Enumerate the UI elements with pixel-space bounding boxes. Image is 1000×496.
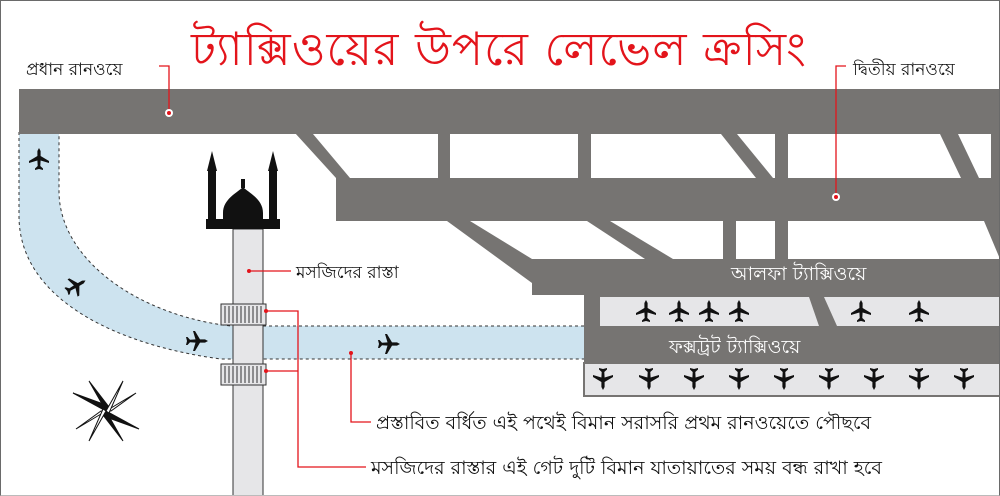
diagram-title: ট্যাক্সিওয়ের উপরে লেভেল ক্রসিং [191, 22, 807, 76]
proposed-path-edge [18, 132, 584, 360]
airplane-icon [774, 368, 794, 390]
airplane-icon [954, 368, 974, 390]
callout-lines [159, 65, 846, 468]
main-runway-label: প্রধান রানওয়ে [26, 60, 123, 80]
airplane-icon [684, 368, 704, 390]
airplane-icon [729, 300, 749, 322]
airplane-icon [378, 334, 400, 354]
airplane-icon [636, 300, 656, 322]
airplane-icon [851, 300, 871, 322]
gates-closed-note: মসজিদের রাস্তার এই গেট দুটি বিমান যাতায়… [371, 457, 882, 479]
airplane-icon [669, 300, 689, 322]
mosque-gate [220, 363, 267, 386]
airplane-icon [819, 368, 839, 390]
airplane-icon [909, 368, 929, 390]
alpha-taxiway-label: আলফা ট্যাক্সিওয়ে [731, 263, 867, 285]
airplane-icon [909, 300, 929, 322]
mosque-road [232, 228, 264, 495]
compass-icon [72, 380, 140, 442]
proposed-path-note: প্রস্তাবিত বর্ধিত এই পথেই বিমান সরাসরি প… [376, 412, 872, 434]
airplane-icon [639, 368, 659, 390]
foxtrot-taxiway-label: ফক্সট্রট ট্যাক্সিওয়ে [669, 336, 801, 358]
airplane-icon [29, 148, 49, 170]
airplane-icon [593, 368, 613, 390]
mosque-gate [220, 303, 267, 326]
airplane-icon [699, 300, 719, 322]
mosque-icon [206, 151, 280, 229]
callout-dots [165, 109, 840, 373]
mosque-road-label: মসজিদের রাস্তা [296, 263, 399, 283]
proposed-path-edge [58, 132, 584, 327]
airplane-icon [864, 368, 884, 390]
proposed-extended-taxiway [19, 132, 584, 359]
apron-alpha-right [824, 297, 999, 326]
airplane-icon [729, 368, 749, 390]
airplane-icon [64, 278, 86, 297]
secondary-runway-and-taxiways [295, 133, 999, 363]
airplane-icon [186, 331, 208, 351]
taxiway-gaps [313, 134, 999, 259]
secondary-runway-label: দ্বিতীয় রানওয়ে [853, 60, 955, 80]
